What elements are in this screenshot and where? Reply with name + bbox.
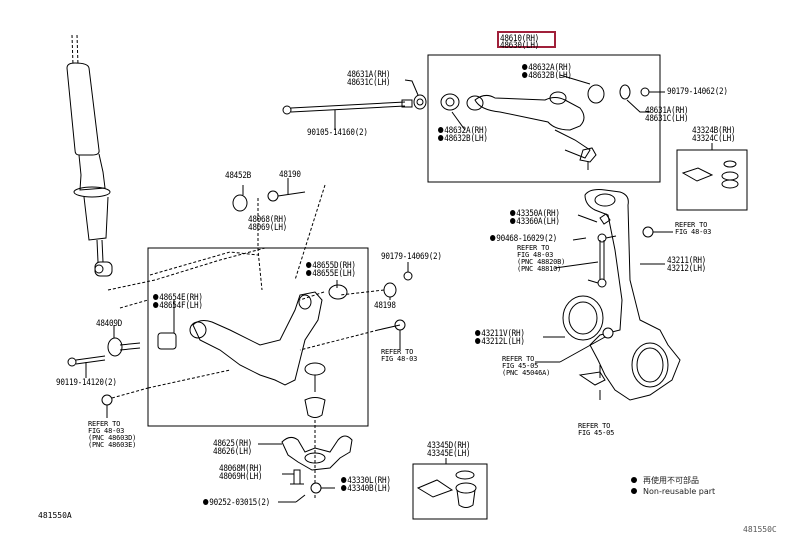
shock-absorber-drawing — [66, 34, 113, 277]
knuckle-drawing — [562, 189, 681, 401]
non-reusable-dot-icon — [306, 262, 312, 268]
part-label-lower-arm[interactable]: 48068(RH) 48069(LH) — [248, 215, 288, 233]
legend-item-english: Non-reusable part — [631, 486, 715, 497]
non-reusable-dot-icon — [522, 64, 528, 70]
part-label-oil-seal[interactable]: 43211V(RH) 43212L(LH) — [475, 330, 525, 346]
reference-fig-45-05-lower[interactable]: REFER TO FIG 45-05 — [578, 422, 615, 437]
part-label-boot-kit-lower[interactable]: 43345D(RH) 43345E(LH) — [427, 441, 471, 459]
part-number-lh[interactable]: 48630(LH) — [500, 41, 540, 51]
part-label-48631-left[interactable]: 48631A(RH) 48631C(LH) — [347, 70, 391, 88]
part-label-cotter-pin-lower[interactable]: 90252-03015(2) — [203, 499, 270, 507]
part-label-knuckle[interactable]: 43211(RH) 43212(LH) — [667, 256, 707, 274]
non-reusable-dot-icon — [341, 477, 347, 483]
non-reusable-dot-icon — [153, 302, 159, 308]
illustration-code-right: 481550C — [743, 525, 777, 534]
non-reusable-dot-icon — [306, 270, 312, 276]
reference-fig-48-03-knuckle[interactable]: REFER TO FIG 48-03 — [675, 221, 712, 236]
upper-arm-drawing — [440, 84, 605, 170]
part-label-48632-bottom[interactable]: 48632A(RH) 48632B(LH) — [438, 127, 488, 143]
stabilizer-plate-drawing — [281, 435, 353, 471]
reference-fig-45-05-upper[interactable]: REFER TO FIG 45-05 (PNC 45046A) — [502, 355, 551, 377]
non-reusable-dot-icon — [522, 72, 528, 78]
legend-item-chinese: 再使用不可部品 — [631, 475, 715, 486]
part-label-upper-arm[interactable]: 48610(RH) 48630(LH) — [500, 34, 540, 51]
lower-arm-drawing — [157, 284, 348, 418]
non-reusable-dot-icon — [438, 127, 444, 133]
part-label-lower-bushing-front[interactable]: 48654E(RH) 48654F(LH) — [153, 294, 203, 310]
part-label-stabilizer-bolt[interactable]: 48068M(RH) 48069H(LH) — [219, 464, 263, 482]
non-reusable-dot-icon — [631, 477, 637, 483]
non-reusable-dot-icon — [438, 135, 444, 141]
part-label-upper-nut[interactable]: 90179-14062(2) — [667, 87, 728, 97]
part-label-boot-kit-upper[interactable]: 43324B(RH) 43324C(LH) — [692, 126, 736, 144]
non-reusable-dot-icon — [475, 338, 481, 344]
non-reusable-dot-icon — [203, 499, 209, 505]
part-label-lower-bolt[interactable]: 90119-14120(2) — [56, 378, 117, 388]
non-reusable-dot-icon — [631, 488, 637, 494]
part-label-stabilizer-plate[interactable]: 48625(RH) 48626(LH) — [213, 439, 253, 457]
upper-bolt-drawing — [282, 94, 427, 130]
part-label-dust-cover[interactable]: 43350A(RH) 43360A(LH) — [510, 210, 560, 226]
part-label-48631-right[interactable]: 48631A(RH) 48631C(LH) — [645, 106, 689, 124]
non-reusable-dot-icon — [510, 218, 516, 224]
part-label-48632-top[interactable]: 48632A(RH) 48632B(LH) — [522, 64, 572, 80]
part-label-upper-bolt[interactable]: 90105-14160(2) — [307, 128, 368, 138]
non-reusable-dot-icon — [341, 485, 347, 491]
selected-part-highlight — [497, 31, 556, 48]
reference-fig-48-03-link[interactable]: REFER TO FIG 48-03 (PNC 48820B) (PNC 488… — [517, 244, 566, 273]
part-label-lower-nut[interactable]: 90179-14069(2) — [381, 252, 442, 262]
part-label-lower-bushing-rear[interactable]: 48655D(RH) 48655E(LH) — [306, 262, 356, 278]
part-label-48190[interactable]: 48190 — [279, 170, 301, 180]
part-label-48198[interactable]: 48198 — [374, 301, 396, 311]
cam-bolt-drawing — [67, 299, 231, 418]
non-reusable-dot-icon — [475, 330, 481, 336]
illustration-code-left: 481550A — [38, 511, 72, 520]
part-number-rh[interactable]: 48610(RH) — [500, 34, 540, 44]
part-label-cam-bolt-set[interactable]: 48409D — [96, 319, 123, 329]
legend: 再使用不可部品 Non-reusable part — [631, 475, 715, 497]
non-reusable-dot-icon — [153, 294, 159, 300]
stopper-drawing — [232, 194, 248, 212]
washer-drawing — [383, 282, 397, 298]
reference-fig-48-03-bolt[interactable]: REFER TO FIG 48-03 — [381, 348, 418, 363]
reference-fig-48-03-left[interactable]: REFER TO FIG 48-03 (PNC 48603D) (PNC 486… — [88, 420, 137, 449]
upper-arm-box — [427, 54, 661, 183]
cam-plate-drawing — [619, 84, 631, 100]
part-label-ball-joint-nut[interactable]: 43330L(RH) 43340B(LH) — [341, 477, 391, 493]
non-reusable-dot-icon — [490, 235, 496, 241]
part-label-stopper[interactable]: 48452B — [225, 171, 252, 181]
non-reusable-dot-icon — [510, 210, 516, 216]
part-label-cotter-pin-upper[interactable]: 90468-16029(2) — [490, 235, 557, 243]
